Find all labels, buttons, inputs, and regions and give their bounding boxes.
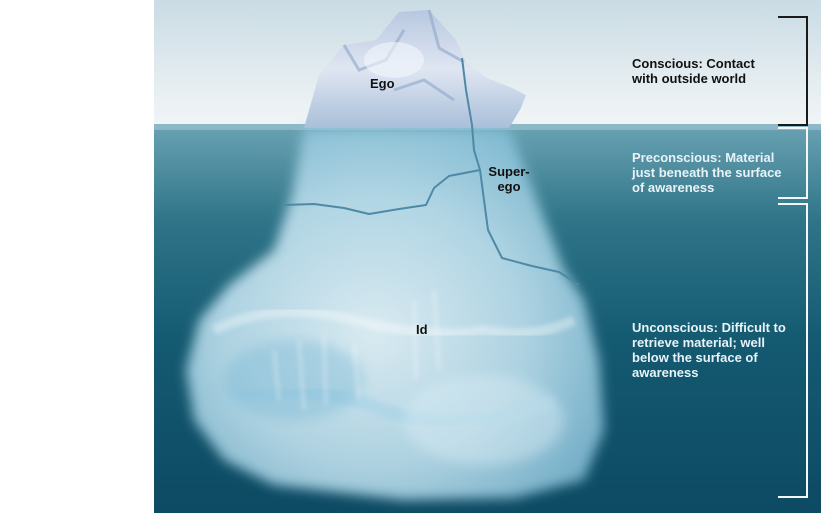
preconscious-note-line2: just beneath the surface (632, 165, 782, 180)
ego-label: Ego (370, 76, 395, 91)
iceberg-scene (154, 0, 821, 513)
unconscious-note-line3: below the surface of (632, 350, 758, 365)
unconscious-note-line1: Unconscious: Difficult to (632, 320, 786, 335)
preconscious-note: Preconscious: Material just beneath the … (632, 150, 812, 195)
unconscious-note: Unconscious: Difficult to retrieve mater… (632, 320, 812, 380)
conscious-note-line2: with outside world (632, 71, 747, 86)
iceberg-underwater (186, 128, 604, 500)
id-label: Id (416, 322, 428, 337)
preconscious-note-line1: Preconscious: Material (632, 150, 775, 165)
crack-lines (283, 57, 580, 286)
unconscious-note-line4: awareness (632, 365, 699, 380)
unconscious-note-line2: retrieve material; well (632, 335, 765, 350)
preconscious-bracket (778, 127, 808, 199)
conscious-note: Conscious: Contact with outside world (632, 56, 812, 86)
preconscious-crack (283, 169, 481, 215)
preconscious-note-line3: of awareness (632, 180, 715, 195)
superego-label-line1: Super- (488, 164, 530, 179)
superego-label-line2: ego (497, 179, 521, 194)
conscious-note-line1: Conscious: Contact (632, 56, 755, 71)
unconscious-bracket (778, 203, 808, 498)
conscious-bracket (778, 16, 808, 126)
superego-label: Super- ego (486, 164, 532, 194)
iceberg-tip (304, 9, 526, 128)
ego-superego-crack (461, 57, 580, 286)
